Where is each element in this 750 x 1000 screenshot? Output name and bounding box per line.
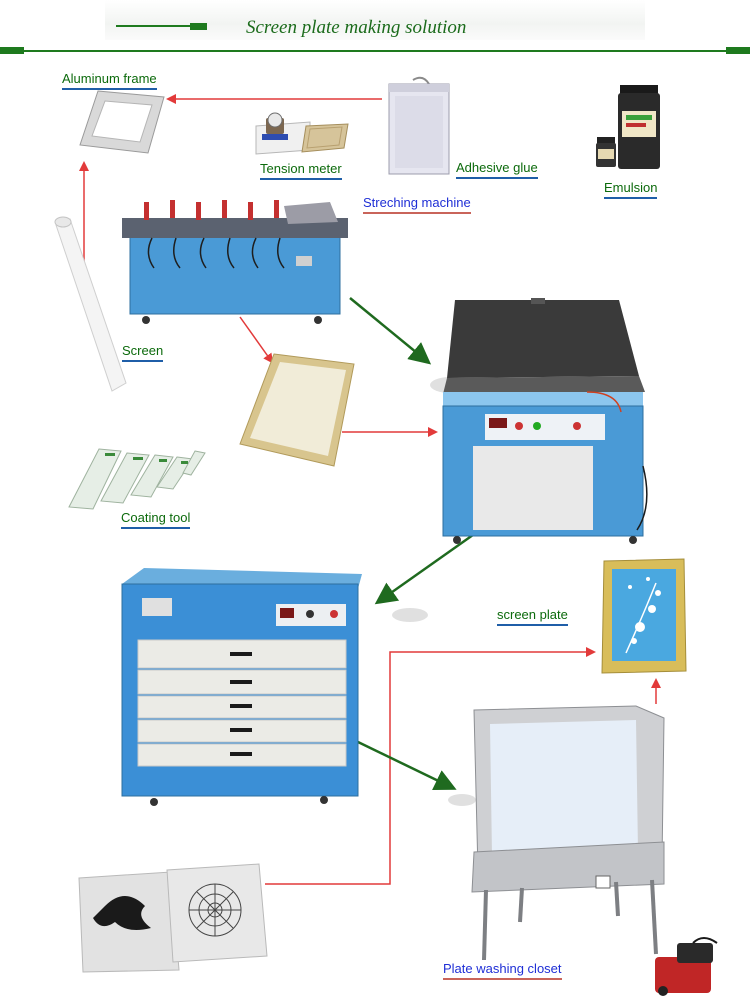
label-plate-washing-closet: Plate washing closet (443, 961, 562, 980)
adhesive-glue-bucket-icon (388, 76, 450, 175)
label-tension-meter: Tension meter (260, 161, 342, 180)
header-rule (0, 50, 750, 52)
screen-plate-icon (601, 558, 687, 674)
stretched-screen-frame-icon (239, 353, 355, 467)
coating-trough-icon (68, 448, 206, 510)
arrow-exposure-to-dryer (374, 528, 481, 605)
arrow-film-to-screenplate (265, 647, 596, 885)
arrow-stretcher-to-screenframe (239, 316, 274, 364)
arrow-dryer-to-washer (357, 740, 457, 791)
label-coating-tool: Coating tool (121, 510, 191, 529)
stretching-machine-icon (122, 200, 348, 324)
drying-cabinet-icon (121, 568, 362, 806)
aluminum-frame-icon (79, 90, 165, 154)
tension-meter-icon (255, 112, 349, 155)
page-title: Screen plate making solution (246, 17, 467, 38)
title-accent-block (190, 23, 207, 30)
film-positive-icon (78, 863, 268, 973)
screen-roll-icon (54, 216, 127, 392)
label-adhesive-glue: Adhesive glue (456, 160, 538, 179)
plate-washing-closet-icon (471, 705, 665, 961)
label-screen-plate: screen plate (497, 607, 568, 626)
title-accent-line (116, 25, 190, 27)
label-screen: Screen (122, 343, 164, 362)
header-rule-right-cap (726, 47, 750, 54)
label-emulsion: Emulsion (604, 180, 658, 199)
exposure-machine-icon (442, 298, 648, 544)
label-aluminum-frame: Aluminum frame (62, 71, 157, 90)
title-band (105, 0, 645, 40)
emulsion-jar-icon (596, 85, 660, 169)
pressure-washer-icon (655, 937, 718, 996)
arrow-stretcher-to-exposure (349, 297, 432, 365)
label-streching-machine: Streching machine (363, 195, 471, 214)
header-rule-left-cap (0, 47, 24, 54)
